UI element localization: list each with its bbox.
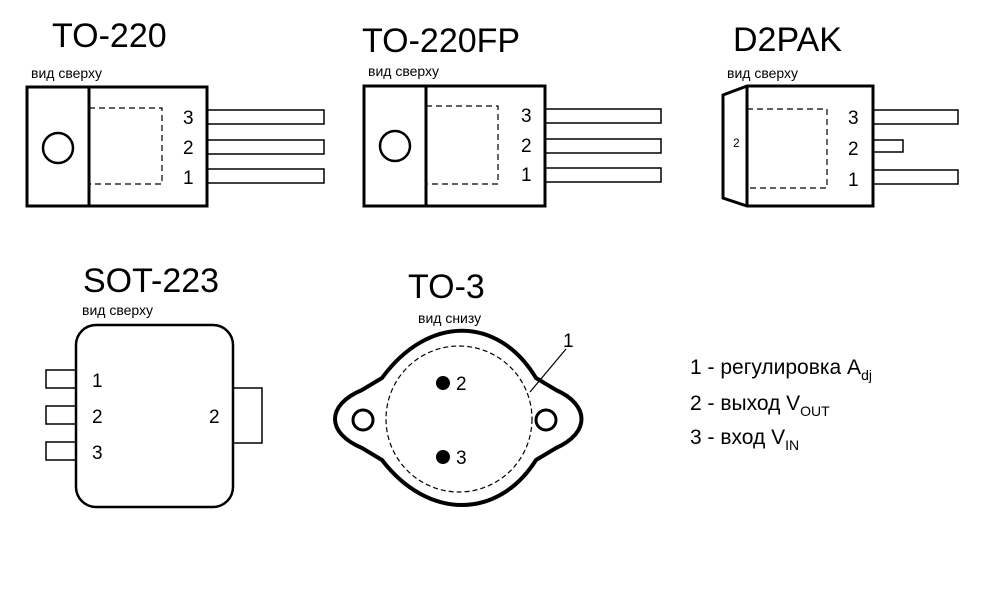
to220fp-package: TO-220FP вид сверху 3 2 1	[362, 22, 662, 208]
d2pak-title: D2PAK	[733, 21, 842, 59]
to220fp-mounting-hole	[378, 129, 412, 163]
sot223-tab-pin-label: 2	[209, 407, 220, 428]
d2pak-pin-3-label: 3	[848, 108, 859, 129]
to3-view-label: вид снизу	[418, 310, 481, 326]
to220fp-die-outline	[425, 105, 499, 185]
to220-pin-3-label: 3	[183, 108, 194, 129]
to220-body	[25, 85, 209, 208]
to220-pin-2-label: 2	[183, 138, 194, 159]
to220-pin-3-lead	[206, 109, 325, 125]
legend-item-output: 2 - выход VOUT	[690, 392, 830, 419]
d2pak-view-label: вид сверху	[727, 65, 798, 81]
to220fp-title: TO-220FP	[362, 22, 520, 60]
d2pak-tab-pin-label: 2	[733, 136, 740, 150]
sot223-view-label: вид сверху	[82, 302, 153, 318]
to220-package: TO-220 вид сверху 3 2 1	[25, 17, 325, 208]
to220fp-pin-3-lead	[544, 108, 662, 124]
to220fp-pin-2-lead	[544, 138, 662, 154]
sot223-title: SOT-223	[83, 262, 219, 300]
d2pak-package: D2PAK вид сверху 2 3 2 1	[721, 21, 959, 208]
to3-pin-2-label: 2	[456, 374, 467, 395]
d2pak-pin-2-label: 2	[848, 139, 859, 160]
sot223-package: SOT-223 вид сверху 1 2 3 2	[45, 262, 263, 509]
sot223-pin-1-label: 1	[92, 371, 103, 392]
to220fp-pin-1-label: 1	[521, 165, 532, 186]
to220-pin-2-lead	[206, 139, 325, 155]
to220-mounting-hole	[41, 131, 75, 165]
legend-item-adjust-text: 1 - регулировка A	[690, 356, 861, 379]
to3-pin-2-dot	[436, 376, 450, 390]
sot223-pin-3-lead	[45, 441, 77, 461]
to3-case-pin-label: 1	[563, 331, 574, 352]
legend-item-output-subscript: OUT	[800, 403, 830, 419]
to220-die-outline	[88, 107, 163, 185]
to220fp-view-label: вид сверху	[368, 63, 439, 79]
sot223-pin-3-label: 3	[92, 443, 103, 464]
d2pak-pin-3-lead	[872, 109, 959, 125]
legend-item-adjust-subscript: dj	[861, 367, 872, 383]
d2pak-die-outline	[746, 108, 828, 189]
to220-view-label: вид сверху	[31, 65, 102, 81]
legend-item-input: 3 - вход VIN	[690, 426, 799, 453]
pin-legend: 1 - регулировка Adj 2 - выход VOUT 3 - в…	[690, 356, 872, 453]
to3-pin-3-dot	[436, 450, 450, 464]
legend-item-adjust: 1 - регулировка Adj	[690, 356, 872, 383]
to220fp-pin-2-label: 2	[521, 136, 532, 157]
to220fp-pin-1-lead	[544, 167, 662, 183]
to220-title: TO-220	[52, 17, 167, 55]
sot223-tab-lead	[232, 387, 263, 444]
sot223-pin-2-label: 2	[92, 407, 103, 428]
to3-flange-outline	[333, 328, 584, 507]
to3-case-pin-leader	[529, 348, 567, 393]
legend-item-input-subscript: IN	[785, 437, 799, 453]
sot223-pin-2-lead	[45, 405, 77, 425]
to220-pin-1-label: 1	[183, 168, 194, 189]
to220fp-body	[362, 84, 547, 208]
legend-item-input-text: 3 - вход V	[690, 426, 785, 449]
to3-pin-3-label: 3	[456, 448, 467, 469]
to3-left-mounting-hole	[351, 408, 375, 432]
to220-pin-1-lead	[206, 168, 325, 184]
d2pak-pin-1-lead	[872, 169, 959, 185]
to220fp-pin-3-label: 3	[521, 106, 532, 127]
to3-right-mounting-hole	[534, 408, 558, 432]
legend-item-output-text: 2 - выход V	[690, 392, 800, 415]
to3-title: TO-3	[408, 268, 485, 306]
sot223-pin-1-lead	[45, 369, 77, 389]
d2pak-pin-2-lead	[872, 139, 904, 153]
to3-can-outline	[385, 345, 533, 493]
to3-package: TO-3 вид снизу 2 3 1	[333, 268, 584, 507]
d2pak-pin-1-label: 1	[848, 170, 859, 191]
